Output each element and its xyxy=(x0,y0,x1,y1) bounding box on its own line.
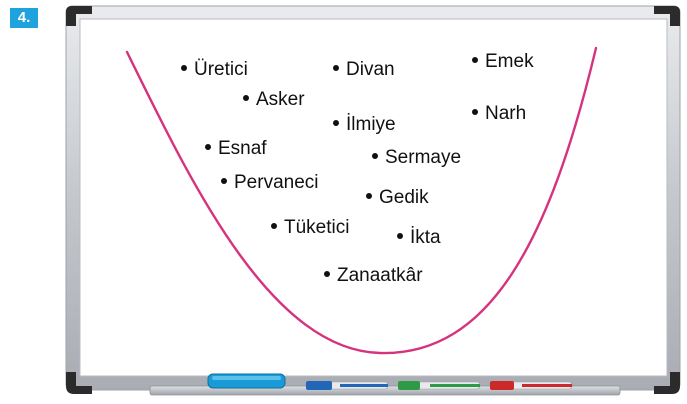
blue-marker xyxy=(305,381,389,390)
bullet-icon xyxy=(472,108,478,115)
word-label: Narh xyxy=(485,103,527,124)
word-label: İkta xyxy=(410,227,441,248)
bullet-icon xyxy=(243,94,249,101)
bullet-icon xyxy=(366,192,372,199)
word-ikta: İkta xyxy=(397,227,441,249)
word-label: Üretici xyxy=(194,59,248,80)
bullet-icon xyxy=(271,222,277,229)
green-marker xyxy=(397,381,481,390)
bullet-icon xyxy=(181,64,187,71)
word-emek: Emek xyxy=(472,51,534,73)
question-number: 4. xyxy=(10,8,38,28)
bullet-icon xyxy=(472,56,478,63)
word-pervaneci: Pervaneci xyxy=(221,172,319,194)
bullet-icon xyxy=(333,64,339,71)
word-uretici: Üretici xyxy=(181,59,248,81)
word-esnaf: Esnaf xyxy=(205,138,267,160)
word-divan: Divan xyxy=(333,59,395,81)
word-ilmiye: İlmiye xyxy=(333,114,396,136)
bullet-icon xyxy=(333,119,339,126)
corner-cap-bottom-left xyxy=(66,372,92,394)
red-marker xyxy=(489,381,573,390)
bullet-icon xyxy=(372,152,378,159)
corner-cap-top-right xyxy=(654,6,680,26)
word-label: Tüketici xyxy=(284,217,350,238)
word-label: Pervaneci xyxy=(234,172,319,193)
corner-cap-bottom-right xyxy=(654,372,680,394)
word-tuketici: Tüketici xyxy=(271,217,349,239)
word-label: Esnaf xyxy=(218,138,267,159)
word-label: Gedik xyxy=(379,187,429,208)
word-label: Asker xyxy=(256,89,305,110)
word-label: Divan xyxy=(346,59,395,80)
bullet-icon xyxy=(205,143,211,150)
word-label: İlmiye xyxy=(346,114,396,135)
word-label: Emek xyxy=(485,51,534,72)
bullet-icon xyxy=(397,232,403,239)
word-asker: Asker xyxy=(243,89,305,111)
word-sermaye: Sermaye xyxy=(372,147,461,169)
u-curve xyxy=(125,46,598,355)
word-label: Sermaye xyxy=(385,147,462,168)
bullet-icon xyxy=(221,177,227,184)
bullet-icon xyxy=(324,270,330,277)
corner-cap-top-left xyxy=(66,6,92,26)
word-gedik: Gedik xyxy=(366,187,429,209)
word-zanaatkar: Zanaatkâr xyxy=(324,265,423,287)
word-narh: Narh xyxy=(472,103,526,125)
board-surface xyxy=(79,18,668,377)
word-label: Zanaatkâr xyxy=(337,265,423,286)
